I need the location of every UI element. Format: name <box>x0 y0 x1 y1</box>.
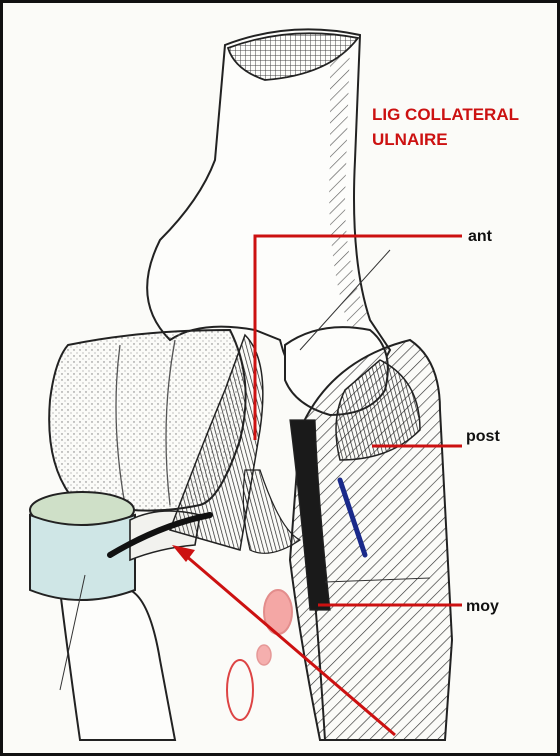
title-line-1: LIG COLLATERAL <box>372 105 519 124</box>
synovial-fringe-3 <box>227 660 253 720</box>
transverse-bundle <box>243 470 300 553</box>
label-ant: ant <box>468 228 493 245</box>
label-moy: moy <box>466 598 499 615</box>
title-line-2: ULNAIRE <box>372 130 448 149</box>
synovial-fringe-2 <box>257 645 271 665</box>
label-post: post <box>466 428 500 445</box>
